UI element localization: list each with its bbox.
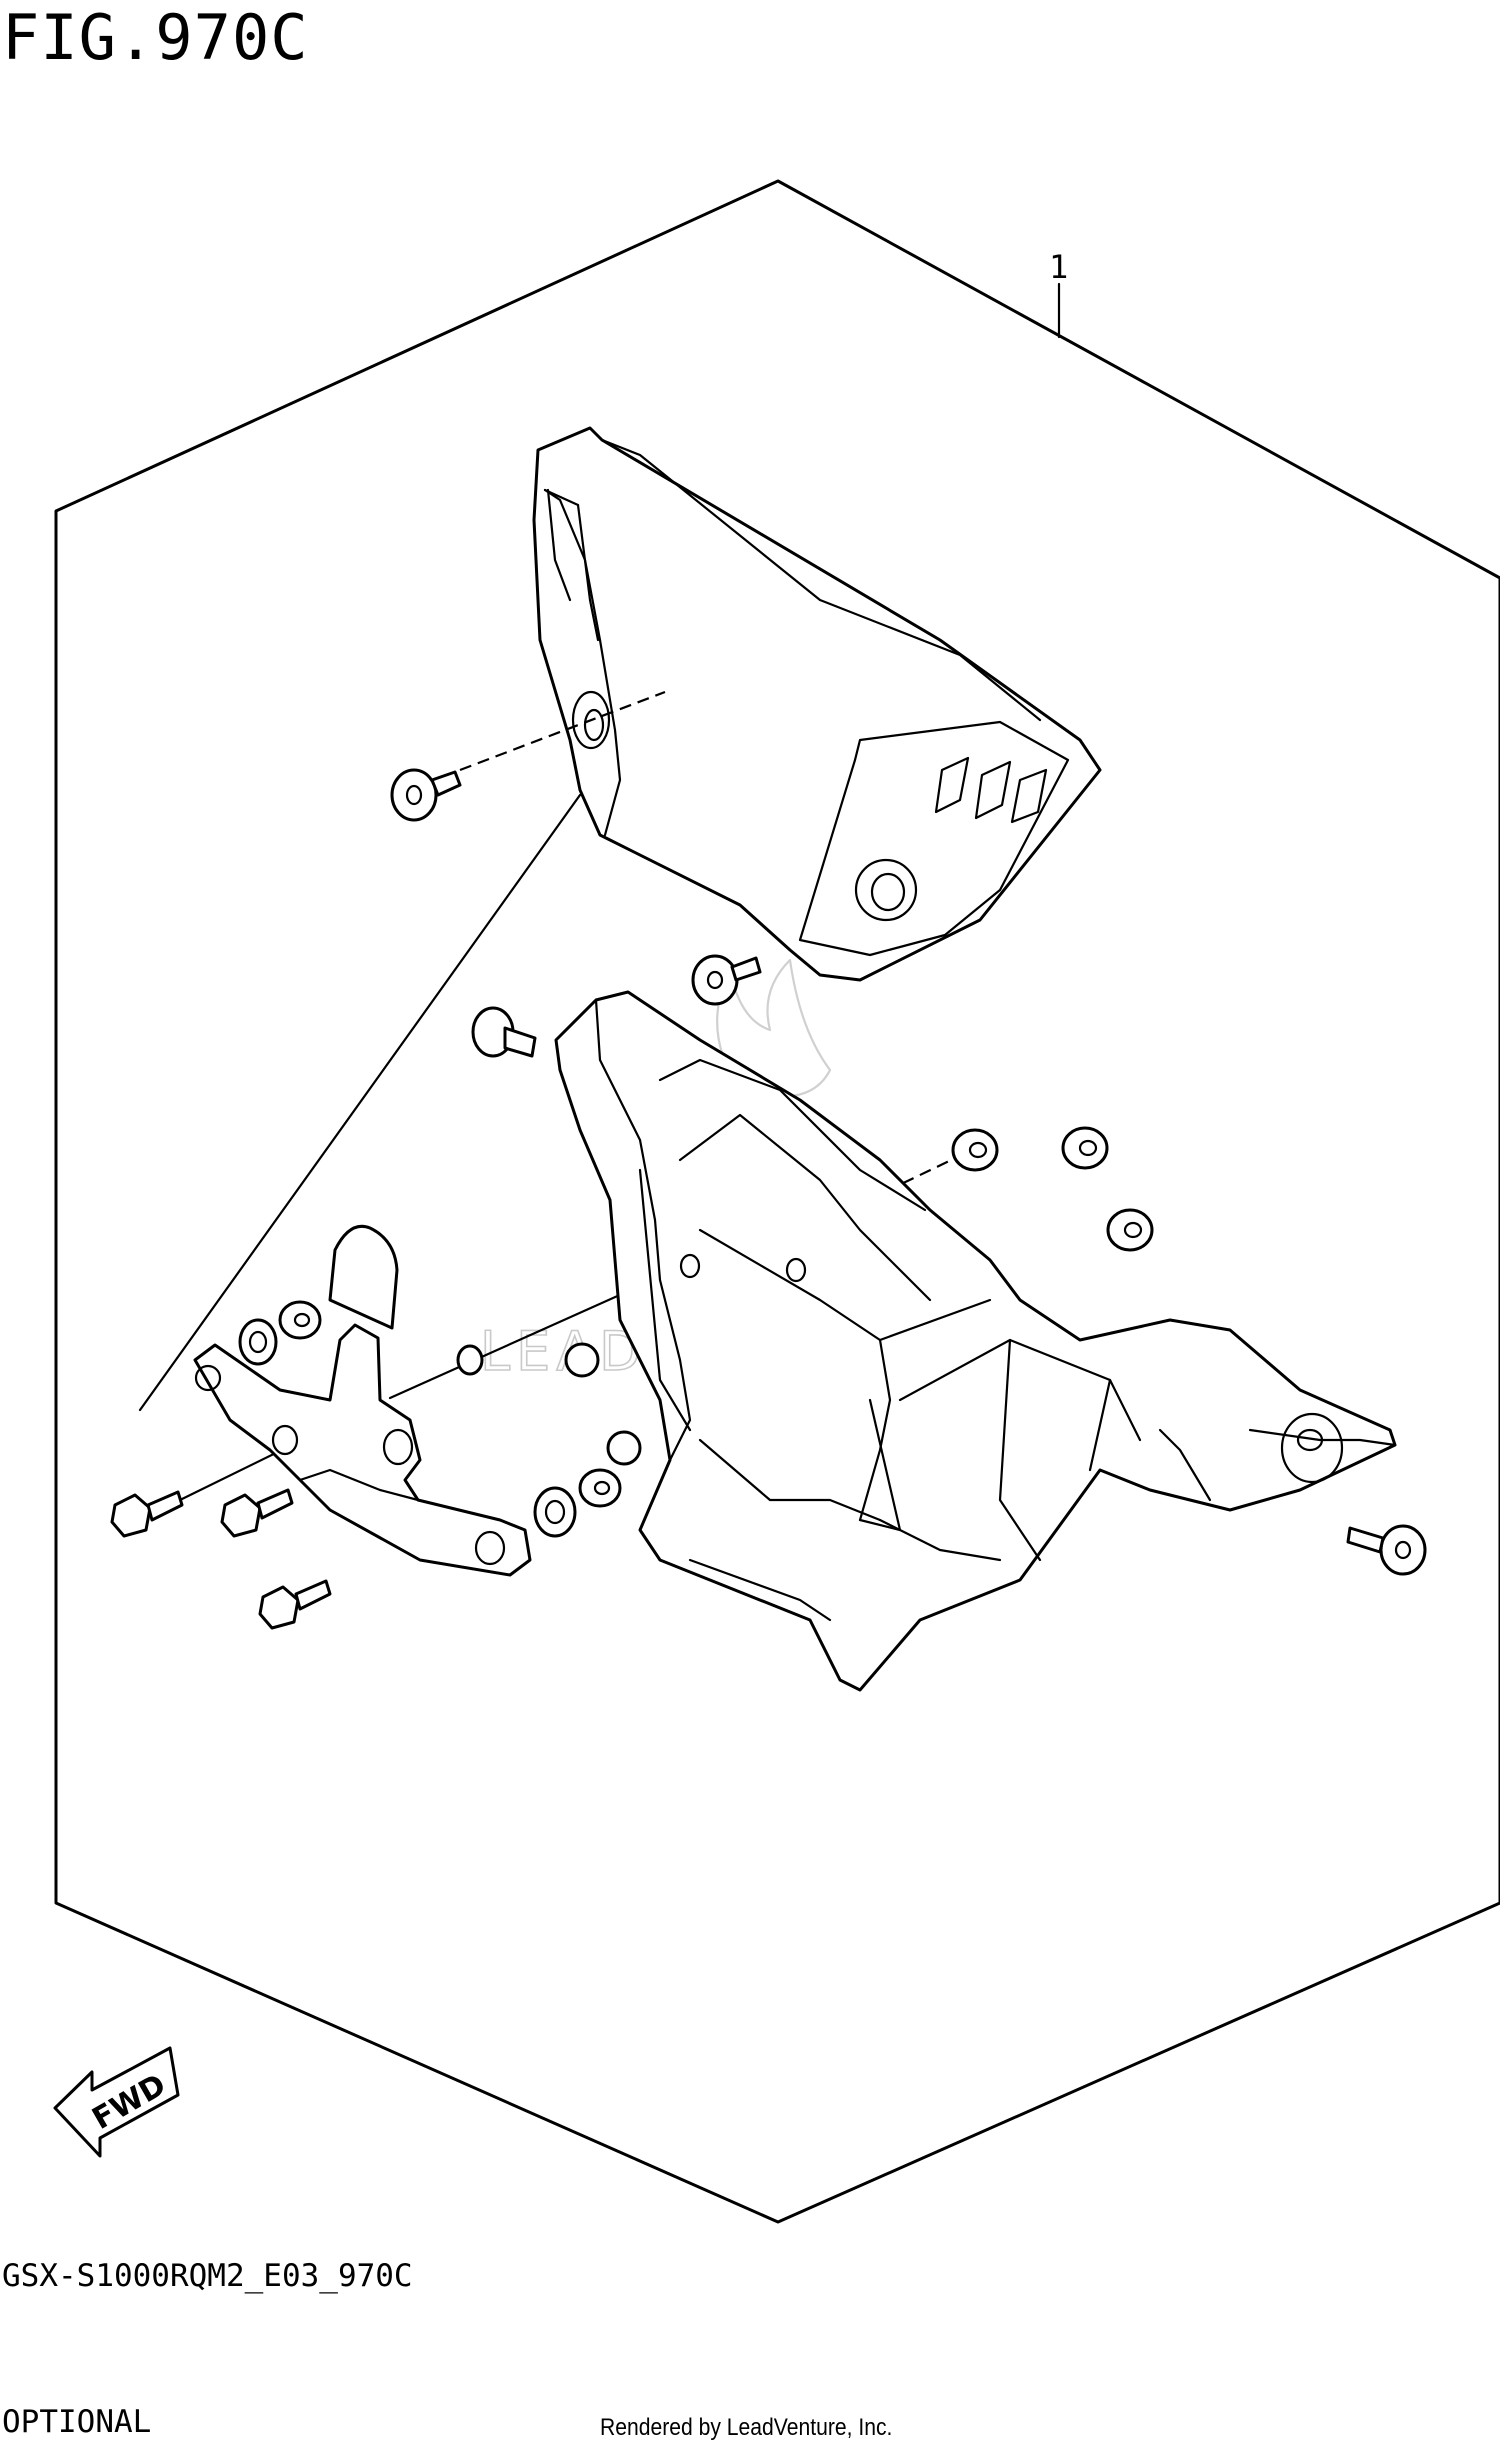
main-housing-part: [554, 990, 1397, 1692]
screw-mid-left: [471, 1006, 537, 1058]
flange-nut-5: [578, 1468, 622, 1508]
kit-boundary-outline: [54, 179, 1500, 2224]
upper-cover-part: [532, 426, 1102, 982]
screw-right: [1346, 1524, 1427, 1576]
screw-top-left: [390, 768, 462, 822]
rubber-cap-part: [328, 1224, 399, 1330]
bolt-lower-left-1: [110, 1490, 184, 1538]
washer-2: [533, 1486, 577, 1538]
optional-label: OPTIONAL: [2, 2404, 152, 2440]
flange-nut-1: [951, 1128, 999, 1172]
collar-3: [606, 1430, 642, 1466]
screw-upper-center: [691, 954, 762, 1006]
alignment-dash-3: [138, 793, 582, 1412]
collar-1: [456, 1344, 484, 1376]
washer-1: [238, 1318, 278, 1366]
callout-1-number: 1: [1049, 248, 1068, 286]
collar-2: [564, 1342, 600, 1378]
fwd-direction-arrow: FWD: [53, 2046, 180, 2158]
flange-nut-4: [278, 1300, 322, 1340]
render-credit: Rendered by LeadVenture, Inc.: [600, 2414, 893, 2441]
model-code-label: GSX-S1000RQM2_E03_970C: [2, 2258, 413, 2294]
alignment-dash-4: [178, 1444, 292, 1502]
bolt-lower-left-3: [258, 1579, 332, 1630]
figure-title: FIG.970C: [2, 1, 309, 74]
mounting-bracket-part: [193, 1323, 532, 1577]
alignment-dash-1: [459, 690, 666, 772]
bolt-lower-left-2: [220, 1488, 294, 1538]
flange-nut-3: [1106, 1208, 1154, 1252]
flange-nut-2: [1061, 1126, 1109, 1170]
